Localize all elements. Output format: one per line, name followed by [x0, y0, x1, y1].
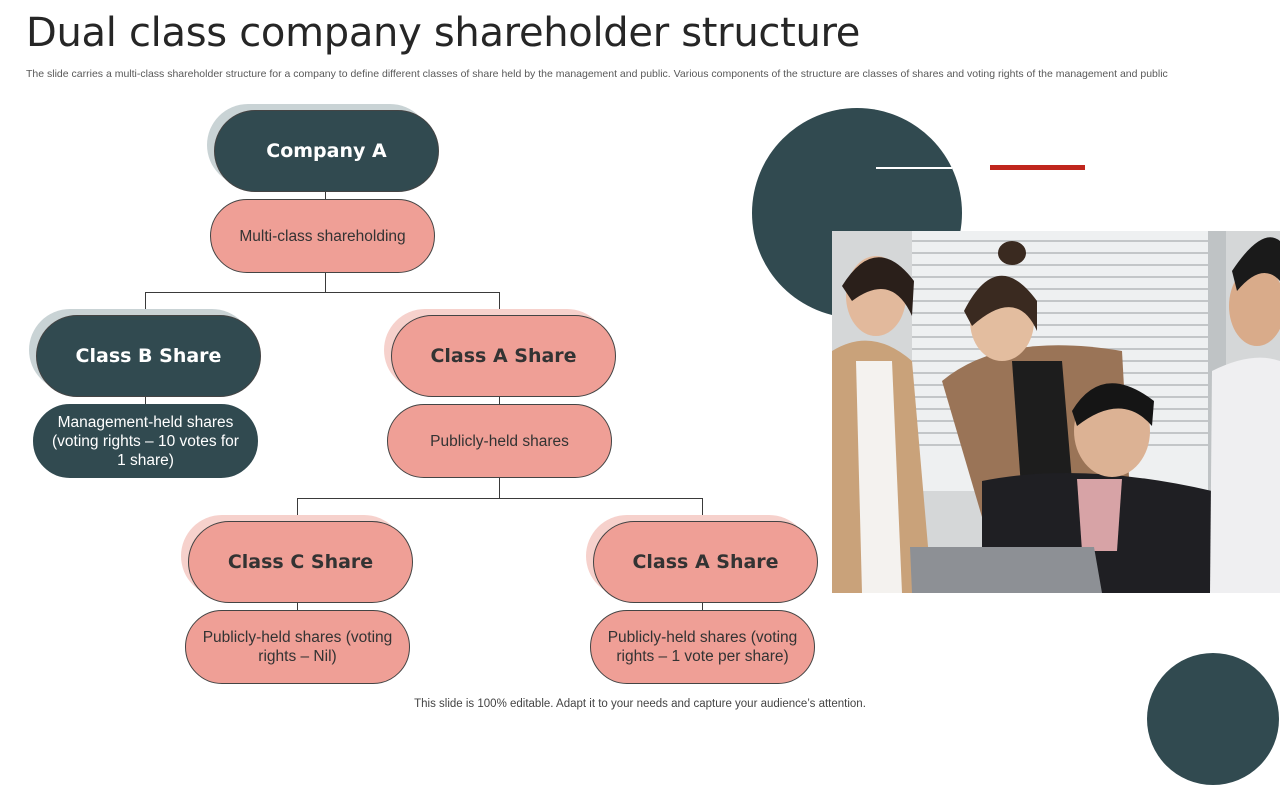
connector-root-to-sub	[325, 191, 326, 200]
slide-footer: This slide is 100% editable. Adapt it to…	[414, 698, 866, 710]
team-photo	[832, 231, 1280, 593]
multi-class-node: Multi-class shareholding	[210, 199, 435, 273]
decorative-line-white	[876, 167, 952, 169]
company-a-node: Company A	[214, 110, 439, 192]
class-b-detail-node: Management-held shares (voting rights – …	[33, 404, 258, 478]
connector-to-class-b	[145, 292, 146, 312]
class-a-detail-label: Publicly-held shares	[430, 432, 569, 450]
class-a2-detail-node: Publicly-held shares (voting rights – 1 …	[590, 610, 815, 684]
class-a2-node: Class A Share	[593, 521, 818, 603]
connector-to-class-a	[499, 292, 500, 312]
connector-to-class-c	[297, 498, 298, 518]
class-a-label: Class A Share	[430, 345, 577, 367]
class-c-label: Class C Share	[227, 551, 374, 573]
class-c-node: Class C Share	[188, 521, 413, 603]
connector-to-class-a2	[702, 498, 703, 518]
decorative-circle-bottom	[1147, 653, 1279, 785]
connector-sub-to-branch	[325, 272, 326, 293]
class-c-detail-label: Publicly-held shares (voting rights – Ni…	[202, 629, 393, 665]
class-b-label: Class B Share	[75, 345, 222, 367]
slide-description: The slide carries a multi-class sharehol…	[26, 68, 1168, 80]
slide-title: Dual class company shareholder structure	[26, 10, 861, 56]
class-a-node: Class A Share	[391, 315, 616, 397]
connector-branch-level2	[297, 498, 703, 499]
company-a-label: Company A	[266, 140, 387, 162]
class-a2-label: Class A Share	[632, 551, 779, 573]
class-a-detail-node: Publicly-held shares	[387, 404, 612, 478]
class-a2-detail-label: Publicly-held shares (voting rights – 1 …	[607, 629, 798, 665]
connector-branch-level1	[145, 292, 500, 293]
connector-class-a2-to-sub	[702, 601, 703, 611]
class-b-detail-label: Management-held shares (voting rights – …	[52, 413, 239, 469]
connector-class-b-to-sub	[145, 395, 146, 405]
decorative-line-red	[990, 165, 1085, 170]
multi-class-label: Multi-class shareholding	[239, 227, 406, 245]
connector-class-c-to-sub	[297, 601, 298, 611]
class-b-node: Class B Share	[36, 315, 261, 397]
connector-class-a-to-sub	[499, 395, 500, 405]
class-c-detail-node: Publicly-held shares (voting rights – Ni…	[185, 610, 410, 684]
connector-public-to-branch	[499, 476, 500, 499]
